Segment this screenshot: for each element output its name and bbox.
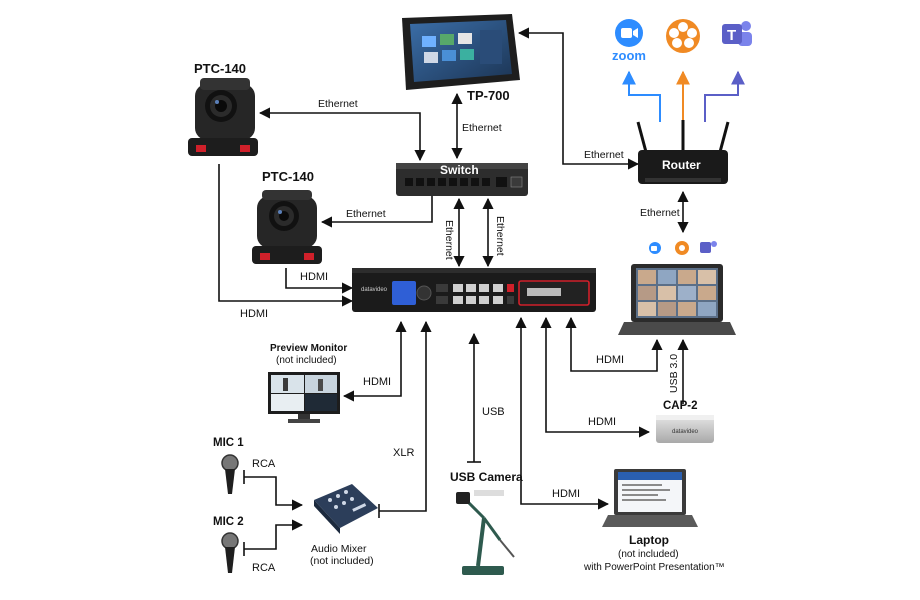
label-eth-router-left: Ethernet xyxy=(584,149,624,161)
usb-camera-label: USB Camera xyxy=(450,470,523,484)
label-eth-vert-1: Ethernet xyxy=(443,220,455,260)
mic2-device xyxy=(221,532,239,573)
label-xlr: XLR xyxy=(393,447,414,459)
wire-rca-2 xyxy=(244,519,304,550)
router-label: Router xyxy=(662,158,701,172)
label-hdmi-ptc-mid: HDMI xyxy=(300,271,328,283)
wire-hdmi-cap2 xyxy=(540,316,651,438)
tp700-device xyxy=(402,14,520,90)
label-rca-1: RCA xyxy=(252,458,276,470)
zoom-logo-large: zoom xyxy=(612,19,646,63)
svg-text:datavideo: datavideo xyxy=(672,429,699,435)
cap2-device: datavideo xyxy=(656,415,714,443)
mic2-label: MIC 2 xyxy=(213,516,244,528)
label-hdmi-laptop: HDMI xyxy=(552,488,580,500)
main-switcher-device: datavideo xyxy=(352,268,596,312)
label-eth-vert-2: Ethernet xyxy=(494,216,506,256)
preview-title: Preview Monitor xyxy=(270,343,347,354)
wire-eth-router xyxy=(517,27,640,170)
ptc-mid-label: PTC-140 xyxy=(262,169,314,184)
wires xyxy=(218,27,745,556)
label-eth-tp700: Ethernet xyxy=(462,122,502,134)
label-eth-ptc-mid: Ethernet xyxy=(346,208,386,220)
cap2-label: CAP-2 xyxy=(663,400,698,412)
mixer-note: (not included) xyxy=(310,555,374,567)
tp700-label: TP-700 xyxy=(467,88,510,103)
audio-mixer-device xyxy=(314,484,378,534)
pc-laptop-device xyxy=(618,241,736,335)
wire-hdmi-ptc-mid xyxy=(285,268,354,294)
wire-rca-1 xyxy=(244,476,304,511)
ptc-top-camera xyxy=(188,78,258,156)
label-eth-ptc-top: Ethernet xyxy=(318,98,358,110)
usb-camera-device xyxy=(456,490,515,575)
ptc-top-label: PTC-140 xyxy=(194,61,246,76)
ptc-mid-camera xyxy=(252,190,322,264)
wire-eth-ptc-top xyxy=(258,107,426,162)
laptop-sub: with PowerPoint Presentation™ xyxy=(583,562,725,573)
mixer-title: Audio Mixer xyxy=(311,543,367,555)
wire-xlr xyxy=(379,320,432,512)
router-device xyxy=(636,120,730,184)
zoom-wordmark: zoom xyxy=(612,48,646,63)
webex-logo-large xyxy=(666,19,700,53)
network-switch xyxy=(396,163,528,196)
wire-hdmi-laptop xyxy=(515,316,610,510)
label-usb3: USB 3.0 xyxy=(668,354,680,393)
wire-teams-stream xyxy=(704,70,745,122)
wire-zoom-stream xyxy=(622,70,661,122)
preview-note: (not included) xyxy=(276,355,337,366)
label-hdmi-pc: HDMI xyxy=(596,354,624,366)
teams-logo-large: T xyxy=(722,21,752,46)
mic1-label: MIC 1 xyxy=(213,437,244,449)
label-eth-router-down: Ethernet xyxy=(640,207,680,219)
switch-label: Switch xyxy=(440,163,479,177)
mic1-device xyxy=(221,454,239,494)
svg-text:datavideo: datavideo xyxy=(361,287,388,293)
laptop-note: (not included) xyxy=(618,549,679,560)
wire-hdmi-ptc-top xyxy=(218,164,354,307)
wire-eth-ptc-mid xyxy=(320,196,433,228)
label-rca-2: RCA xyxy=(252,562,276,574)
label-hdmi-ptc-top: HDMI xyxy=(240,308,268,320)
label-hdmi-preview: HDMI xyxy=(363,376,391,388)
presentation-laptop-device xyxy=(602,469,698,527)
connection-labels: Ethernet Ethernet Ethernet Ethernet Ethe… xyxy=(240,98,680,574)
laptop-title: Laptop xyxy=(629,533,669,547)
preview-monitor-device xyxy=(268,372,340,423)
label-usb-cam: USB xyxy=(482,406,505,418)
label-hdmi-cap2: HDMI xyxy=(588,416,616,428)
wire-hdmi-preview xyxy=(342,320,407,402)
teams-letter: T xyxy=(727,27,736,44)
